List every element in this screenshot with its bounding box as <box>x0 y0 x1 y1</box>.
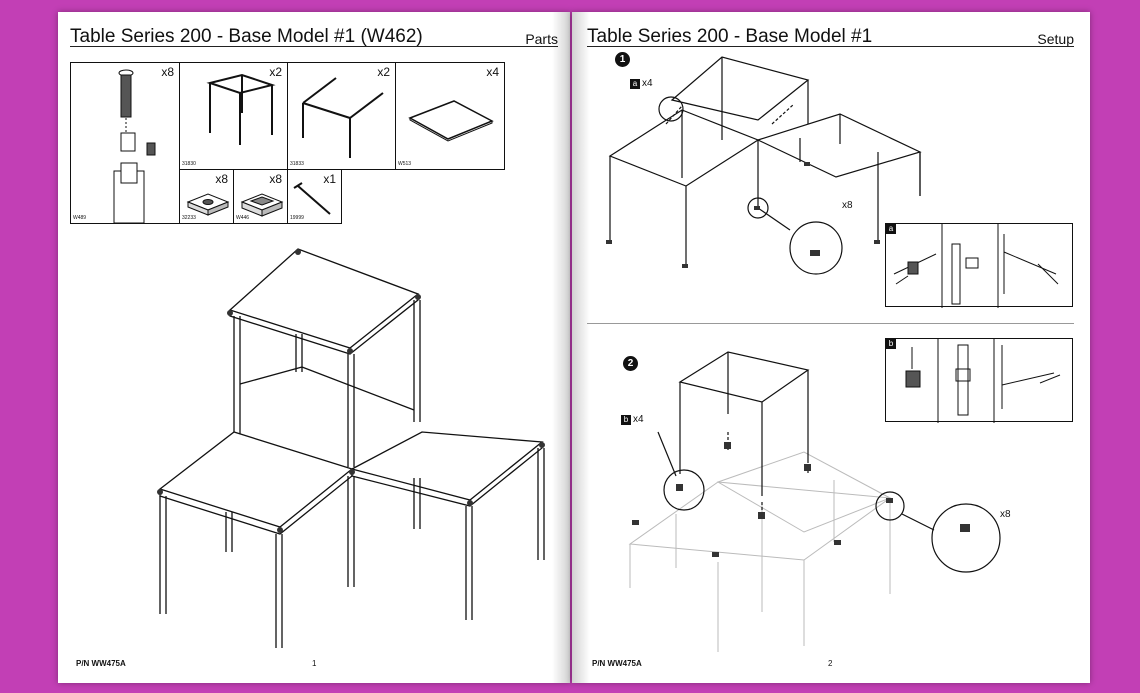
part-code: W513 <box>398 161 412 167</box>
callout-qty: x4 <box>633 414 644 425</box>
part-number: P/N WW475A <box>76 659 126 668</box>
manual-page-left: Table Series 200 - Base Model #1 (W462) … <box>58 12 570 683</box>
part-qty: x8 <box>269 172 282 186</box>
title-rule <box>587 46 1074 47</box>
part-qty: x8 <box>161 65 174 79</box>
callout-qty: x4 <box>642 78 653 89</box>
part-code: W489 <box>73 215 87 221</box>
section-label: Setup <box>1037 31 1074 47</box>
part-cell-w446: x8 W446 <box>233 169 288 224</box>
part-code: W446 <box>236 215 250 221</box>
part-cell-19999: x1 19999 <box>287 169 342 224</box>
page-title: Table Series 200 - Base Model #1 (W462) <box>70 26 423 47</box>
part-cell-w513: x4 W513 <box>395 62 505 170</box>
step-number-badge: 1 <box>615 52 630 67</box>
panel-tag: a <box>886 224 896 234</box>
detail-qty-label: x8 <box>842 200 853 211</box>
part-qty: x4 <box>486 65 499 79</box>
part-qty: x8 <box>215 172 228 186</box>
detail-qty-label: x8 <box>1000 509 1011 520</box>
title-rule <box>70 46 558 47</box>
part-code: 31833 <box>290 161 304 167</box>
part-qty: x2 <box>269 65 282 79</box>
bolt-and-bracket-icon <box>113 69 156 224</box>
part-qty: x2 <box>377 65 390 79</box>
callout-tag: b <box>621 415 631 425</box>
page-number: 2 <box>828 659 833 668</box>
part-qty: x1 <box>323 172 336 186</box>
part-cell-32233: x8 32233 <box>179 169 234 224</box>
callout-tag: a <box>630 79 640 89</box>
panel-tag: b <box>886 339 896 349</box>
hex-key-icon <box>293 182 331 215</box>
detail-panel-a <box>885 223 1073 308</box>
part-code: 32233 <box>182 215 196 221</box>
connector-detail-illustration <box>893 224 1059 308</box>
step-number-badge: 2 <box>623 356 638 371</box>
square-frame-icon <box>206 73 276 145</box>
page-gutter-shadow <box>572 12 590 683</box>
step-divider <box>587 323 1074 324</box>
detail-panel-b <box>885 338 1073 423</box>
open-frame-icon <box>302 77 384 158</box>
part-cell-31833: x2 31833 <box>287 62 396 170</box>
manual-page-right: Table Series 200 - Base Model #1 Setup 1… <box>572 12 1090 683</box>
part-cell-31830: x2 31830 <box>179 62 288 170</box>
section-label: Parts <box>525 31 558 47</box>
connector-block-icon <box>186 193 230 216</box>
part-code: 31830 <box>182 161 196 167</box>
part-number: P/N WW475A <box>592 659 642 668</box>
part-cell-w489: x8 W489 <box>70 62 180 224</box>
page-number: 1 <box>312 659 317 668</box>
bolt-detail-illustration <box>905 339 1061 423</box>
page-gutter-shadow <box>552 12 570 683</box>
part-code: 19999 <box>290 215 304 221</box>
foot-cap-icon <box>240 193 284 217</box>
table-top-panel-icon <box>408 100 494 142</box>
page-title: Table Series 200 - Base Model #1 <box>587 26 873 47</box>
